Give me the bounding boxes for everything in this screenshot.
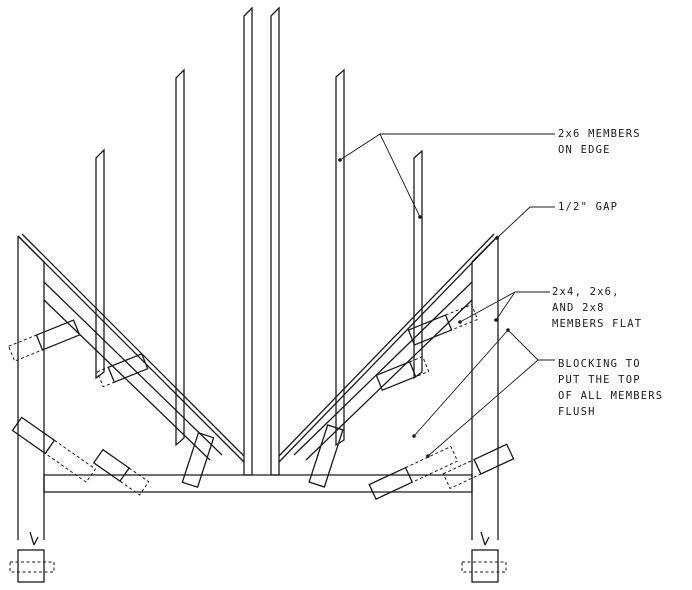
diagonal-members	[17, 233, 499, 463]
callout-line: 1/2" GAP	[558, 201, 619, 213]
callout-blocking: BLOCKING TO PUT THE TOP OF ALL MEMBERS F…	[558, 356, 663, 420]
callout-line: 2x4, 2x6,	[552, 286, 620, 298]
center-post-left	[243, 6, 253, 476]
left-short-post	[95, 148, 105, 380]
callout-line: AND 2x8	[552, 302, 605, 314]
callout-line: ON EDGE	[558, 144, 611, 156]
callout-line: PUT THE TOP	[558, 374, 641, 386]
callout-line: BLOCKING TO	[558, 358, 641, 370]
right-mid-post	[335, 68, 345, 447]
bottom-member	[43, 474, 473, 493]
callout-members-on-edge: 2x6 MEMBERS ON EDGE	[558, 126, 641, 158]
leader-lines	[338, 133, 555, 458]
center-post-right	[270, 6, 280, 476]
callout-line: MEMBERS FLAT	[552, 318, 643, 330]
callout-gap: 1/2" GAP	[558, 199, 618, 215]
callout-line: OF ALL MEMBERS	[558, 390, 664, 402]
callout-members-flat: 2x4, 2x6, AND 2x8 MEMBERS FLAT	[552, 284, 642, 332]
callout-line: FLUSH	[558, 406, 596, 418]
members-on-edge	[95, 6, 423, 476]
left-mid-post	[175, 68, 185, 447]
right-short-post	[413, 149, 423, 380]
outer-legs	[9, 235, 507, 583]
callout-line: 2x6 MEMBERS	[558, 128, 641, 140]
